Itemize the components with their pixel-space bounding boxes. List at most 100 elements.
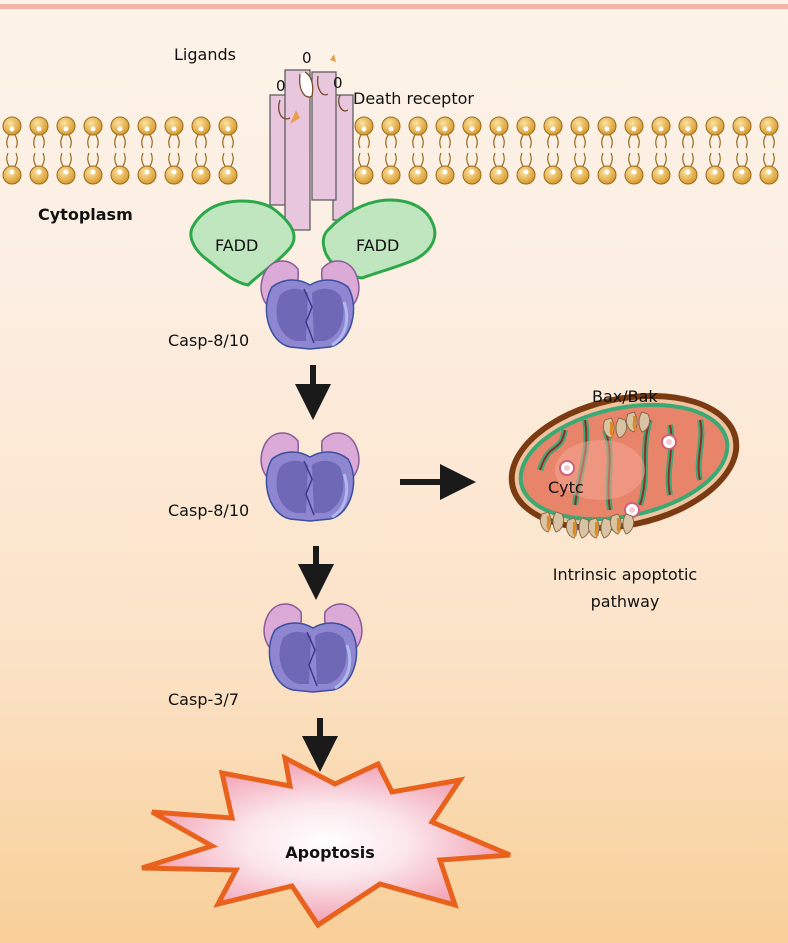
lipid-tail [763,152,775,167]
lipid-head [29,116,49,136]
lipid-tail [33,152,45,167]
lipid-tail [358,152,370,167]
lipid-head [759,165,779,185]
death-receptor [269,54,354,231]
lipid-head-highlight [171,126,177,132]
lipid-head-highlight [496,126,502,132]
cell-membrane [2,116,779,185]
lipid-head [543,116,563,136]
lipid-head [29,165,49,185]
lipid-tail [195,134,207,149]
fadd-right-shape [321,198,437,280]
lipid-tail [655,152,667,167]
lipid-tail [60,152,72,167]
cytc-label: Cytc [548,478,584,497]
lipid-head-highlight [604,169,610,175]
lipid-tail [628,134,640,149]
lipid-head [137,165,157,185]
lipid-tail [682,152,694,167]
lipid-tail [736,152,748,167]
lipid-head-highlight [9,126,15,132]
lipid-head [543,165,563,185]
lipid-tail [601,152,613,167]
lipid-head [191,165,211,185]
lipid-head [489,165,509,185]
lipid-tail [168,134,180,149]
lipid-head-highlight [171,169,177,175]
lipid-tail [493,134,505,149]
lipid-head [651,165,671,185]
lipid-tail [520,152,532,167]
lipid-tail [709,152,721,167]
lipid-head-highlight [117,126,123,132]
cytoplasm-label: Cytoplasm [38,205,133,224]
lipid-tail [439,134,451,149]
lipid-head [191,116,211,136]
bax-bak-pores [539,411,651,539]
lipid-head [381,116,401,136]
lipid-head [624,165,644,185]
lipid-head-highlight [712,126,718,132]
lipid-head-highlight [90,169,96,175]
ligand-mark-1: 0 [302,49,312,67]
lipid-head [164,116,184,136]
lipid-head-highlight [496,169,502,175]
lipid-tail [87,134,99,149]
death-receptor-label: Death receptor [353,89,474,108]
lipid-head [624,116,644,136]
lipid-head-highlight [577,126,583,132]
lipid-tail [601,134,613,149]
lipid-head-highlight [198,169,204,175]
lipid-tail [222,134,234,149]
lipid-head [137,116,157,136]
lipid-head [570,165,590,185]
lipid-head-highlight [36,126,42,132]
caspase-3-7-complex [262,602,364,694]
lipid-head [759,116,779,136]
lipid-head-highlight [523,126,529,132]
lipid-tail [195,152,207,167]
lipid-head-highlight [631,126,637,132]
lipid-head [597,165,617,185]
fadd-left-shape [189,199,296,287]
lipid-head-highlight [739,126,745,132]
lipid-head [516,165,536,185]
lipid-tail [141,152,153,167]
lipid-tail [520,134,532,149]
lipid-head [597,116,617,136]
lipid-head [164,165,184,185]
lipid-head [83,116,103,136]
lipid-head [56,116,76,136]
lipid-head-highlight [658,126,664,132]
caspase-8-10-complex-2 [259,431,361,523]
apoptosis-label: Apoptosis [285,843,375,862]
lipid-head-highlight [604,126,610,132]
lipid-head-highlight [469,169,475,175]
ligand-mark-3: 0 [333,74,343,92]
lipid-head-highlight [550,126,556,132]
lipid-head-highlight [712,169,718,175]
lipid-head-highlight [388,126,394,132]
lipid-head-highlight [739,169,745,175]
lipid-tail [547,134,559,149]
lipid-head [2,116,22,136]
bax-bak-label: Bax/Bak [592,387,658,406]
lipid-head [489,116,509,136]
casp-3-7-label: Casp-3/7 [168,690,239,709]
lipid-tail [33,134,45,149]
lipid-head-highlight [225,169,231,175]
lipid-tail [114,152,126,167]
lipid-tail [385,134,397,149]
lipid-head [705,116,725,136]
lipid-head [732,165,752,185]
lipid-head [354,116,374,136]
casp-8-10-label-1: Casp-8/10 [168,331,250,350]
lipid-head-highlight [144,126,150,132]
lipid-tail [574,152,586,167]
lipid-head-highlight [117,169,123,175]
lipid-head-highlight [658,169,664,175]
lipid-tail [466,152,478,167]
lipid-tail [385,152,397,167]
lipid-head-highlight [766,169,772,175]
lipid-head-highlight [415,126,421,132]
